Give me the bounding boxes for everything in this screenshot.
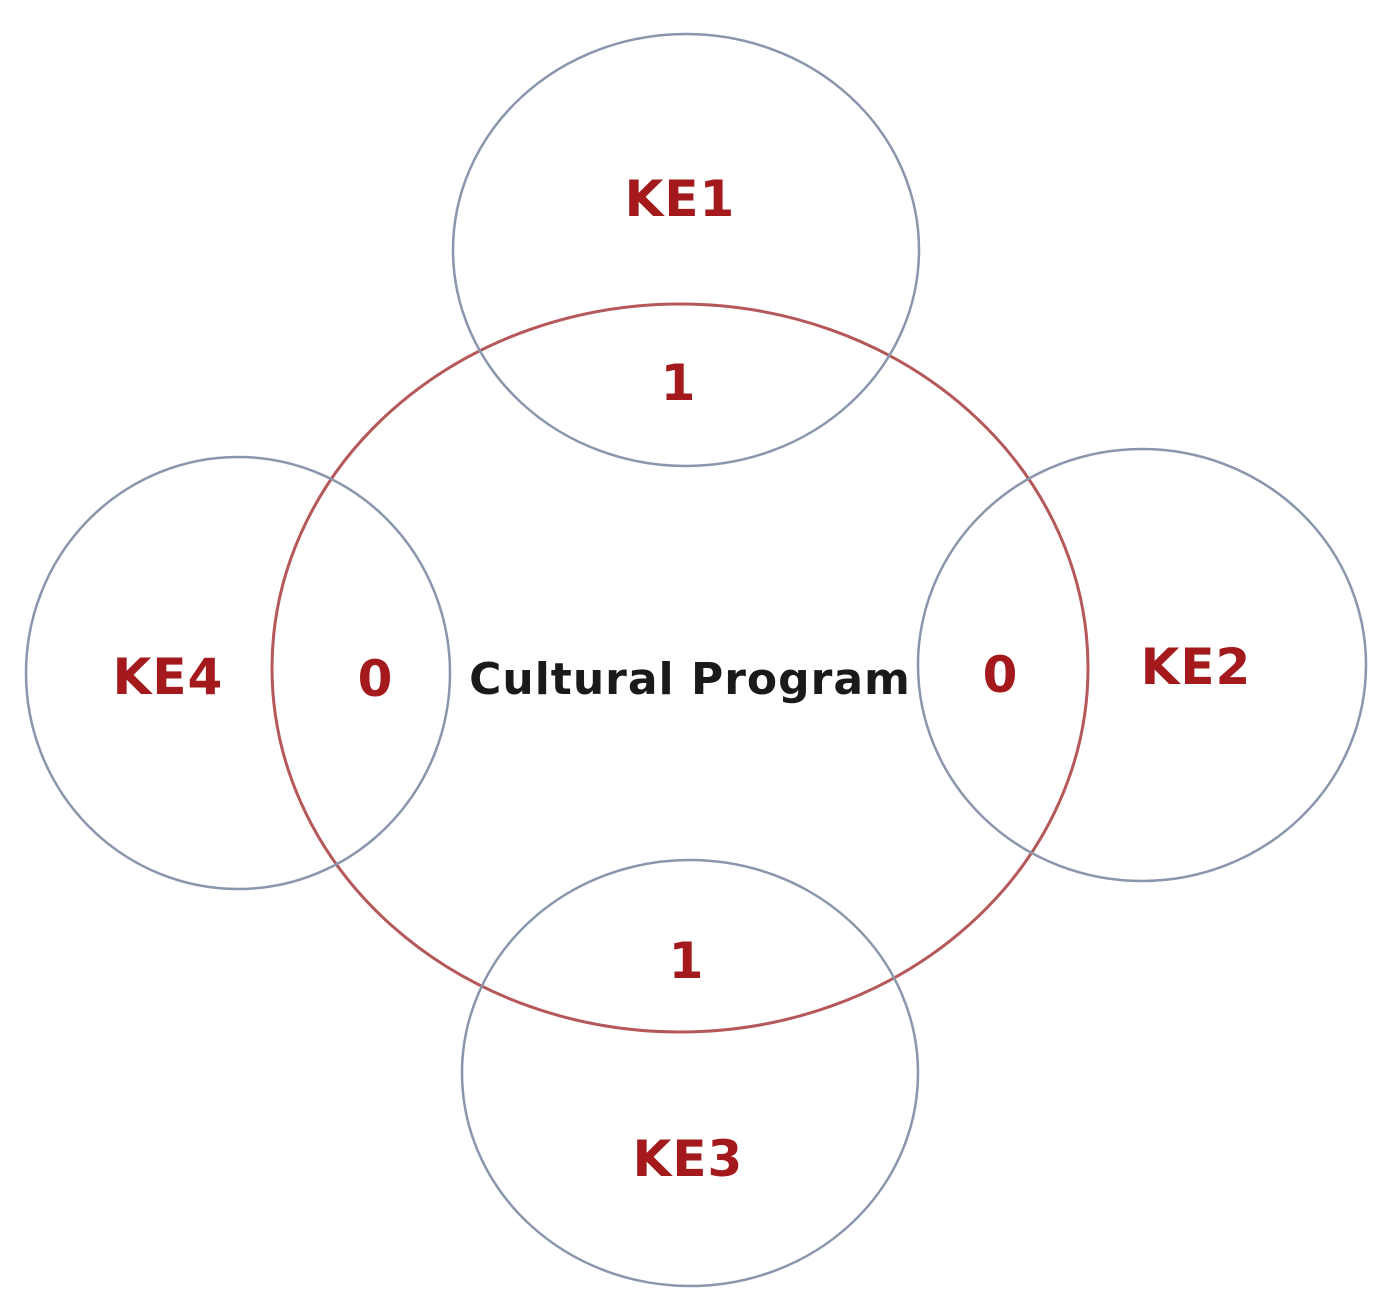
ke1-label: KE1 <box>625 170 736 228</box>
cultural-program-label: Cultural Program <box>469 654 911 705</box>
ke2-label: KE2 <box>1141 638 1252 696</box>
ke3-circle <box>460 858 920 1288</box>
ke1-overlap-count: 1 <box>661 354 696 412</box>
ke4-circle <box>24 455 452 891</box>
cultural-program-circle <box>270 302 1090 1034</box>
ke3-overlap-count: 1 <box>669 932 704 990</box>
ke4-overlap-count: 0 <box>358 650 393 708</box>
ke3-label: KE3 <box>633 1130 744 1188</box>
ke1-circle <box>451 32 921 468</box>
ke4-label: KE4 <box>113 648 224 706</box>
ke2-circle <box>916 447 1368 883</box>
ke2-overlap-count: 0 <box>983 646 1018 704</box>
